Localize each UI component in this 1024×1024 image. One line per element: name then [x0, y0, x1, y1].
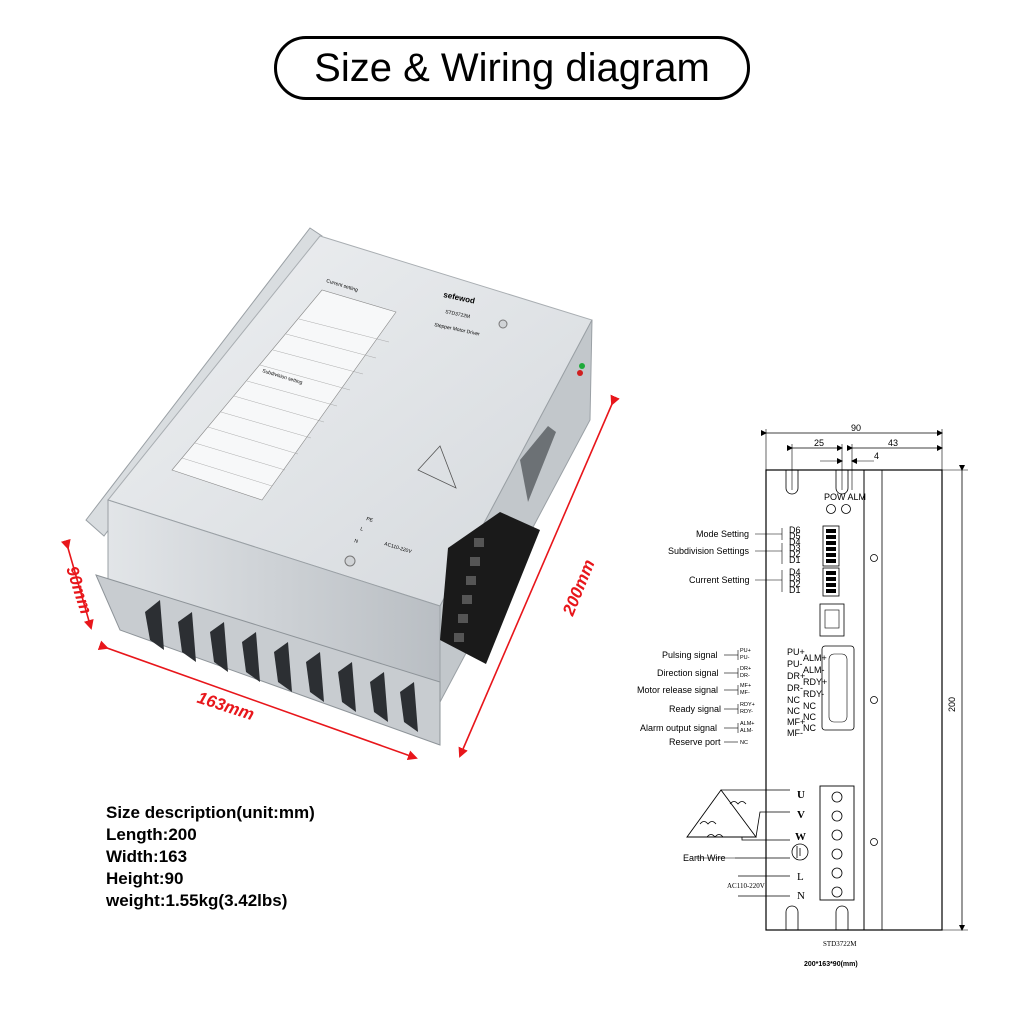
reserve-port-label: Reserve port [669, 737, 721, 747]
db-left-5: NC [787, 695, 800, 705]
dim-25: 25 [814, 438, 824, 448]
dip-d5: D5 [789, 531, 801, 541]
ac-input-label: AC110-220V [727, 882, 765, 890]
power-led [579, 363, 585, 369]
spec-width: Width:163 [106, 847, 188, 866]
db-right-5: NC [803, 701, 816, 711]
db-left-2: PU- [787, 659, 803, 669]
dim-200mm: 200mm [559, 557, 599, 619]
spec-heading: Size description(unit:mm) [106, 803, 315, 822]
dim-163mm: 163mm [195, 688, 257, 724]
dip-d2: D2 [789, 549, 801, 559]
pin-pu-minus: PU- [740, 655, 750, 661]
alarm-led [577, 370, 583, 376]
dip-d1: D1 [789, 555, 801, 565]
dip-d4: D4 [789, 537, 801, 547]
pin-dr-plus: DR+ [740, 666, 751, 672]
photo-terminal-pe: PE [365, 516, 374, 524]
pin-alm-plus: ALM+ [740, 721, 755, 727]
pin-rdy-minus: RDY- [740, 709, 753, 715]
dip-b-d2: D2 [789, 579, 801, 589]
motor-release-signal-label: Motor release signal [637, 685, 718, 695]
model-label: STD3722M [445, 309, 471, 320]
dim-90: 90 [851, 423, 861, 433]
pin-nc: NC [740, 740, 748, 746]
terminal-l: L [797, 871, 804, 883]
drawing-labels: 90 25 43 4 200 POW ALM Mode Setting Subd… [637, 423, 957, 968]
model-caption: STD3722M [823, 940, 857, 948]
dip-b-d1: D1 [789, 585, 801, 595]
db-left-7: MF+ [787, 717, 805, 727]
motor-triangle-icon [417, 445, 457, 489]
spec-weight: weight:1.55kg(3.42lbs) [106, 891, 288, 910]
photo-terminal-l: L [359, 526, 364, 533]
pin-rdy-plus: RDY+ [740, 702, 755, 708]
dip-b-d3: D3 [789, 573, 801, 583]
spec-height: Height:90 [106, 869, 184, 888]
size-description: Size description(unit:mm) Length:200 Wid… [106, 802, 315, 912]
dim-200: 200 [947, 697, 957, 712]
ready-signal-label: Ready signal [669, 704, 721, 714]
dip-d6: D6 [789, 525, 801, 535]
db-right-3: RDY+ [803, 677, 827, 687]
db-left-6: NC [787, 706, 800, 716]
dim-4: 4 [874, 451, 879, 461]
db-right-1: ALM+ [803, 653, 827, 663]
spec-length: Length:200 [106, 825, 197, 844]
earth-wire-label: Earth Wire [683, 853, 726, 863]
terminal-n: N [797, 890, 805, 902]
size-caption: 200*163*90(mm) [804, 961, 858, 968]
alarm-output-signal-label: Alarm output signal [640, 723, 717, 733]
db-right-6: NC [803, 712, 816, 722]
db-left-4: DR- [787, 683, 803, 693]
dip-b-d4: D4 [789, 567, 801, 577]
dip-d3: D3 [789, 543, 801, 553]
pin-mf-plus: MF+ [740, 683, 751, 689]
terminal-v: V [797, 809, 805, 821]
db-left-1: PU+ [787, 647, 805, 657]
page-title: Size & Wiring diagram [274, 36, 750, 100]
mode-setting-label: Mode Setting [696, 529, 749, 539]
pulsing-signal-label: Pulsing signal [662, 650, 718, 660]
photo-terminal-n: N [353, 538, 359, 545]
subdivision-settings-label: Subdivision Settings [668, 546, 750, 556]
dim-90mm: 90mm [62, 564, 95, 617]
terminal-u: U [797, 789, 805, 801]
terminal-w: W [795, 831, 806, 843]
dim-43: 43 [888, 438, 898, 448]
pin-mf-minus: MF- [740, 690, 750, 696]
pin-alm-minus: ALM- [740, 728, 753, 734]
pin-dr-minus: DR- [740, 673, 750, 679]
pin-pu-plus: PU+ [740, 648, 751, 654]
screw-icon [498, 319, 508, 329]
led-labels: POW ALM [824, 492, 866, 502]
db-left-8: MF- [787, 728, 803, 738]
db-right-4: RDY- [803, 689, 824, 699]
current-setting-label: Current Setting [689, 575, 750, 585]
direction-signal-label: Direction signal [657, 668, 719, 678]
wiring-drawing [686, 429, 968, 931]
screw-icon [344, 555, 356, 567]
db-right-7: NC [803, 723, 816, 733]
db-right-2: ALM- [803, 665, 825, 675]
db-left-3: DR+ [787, 671, 805, 681]
